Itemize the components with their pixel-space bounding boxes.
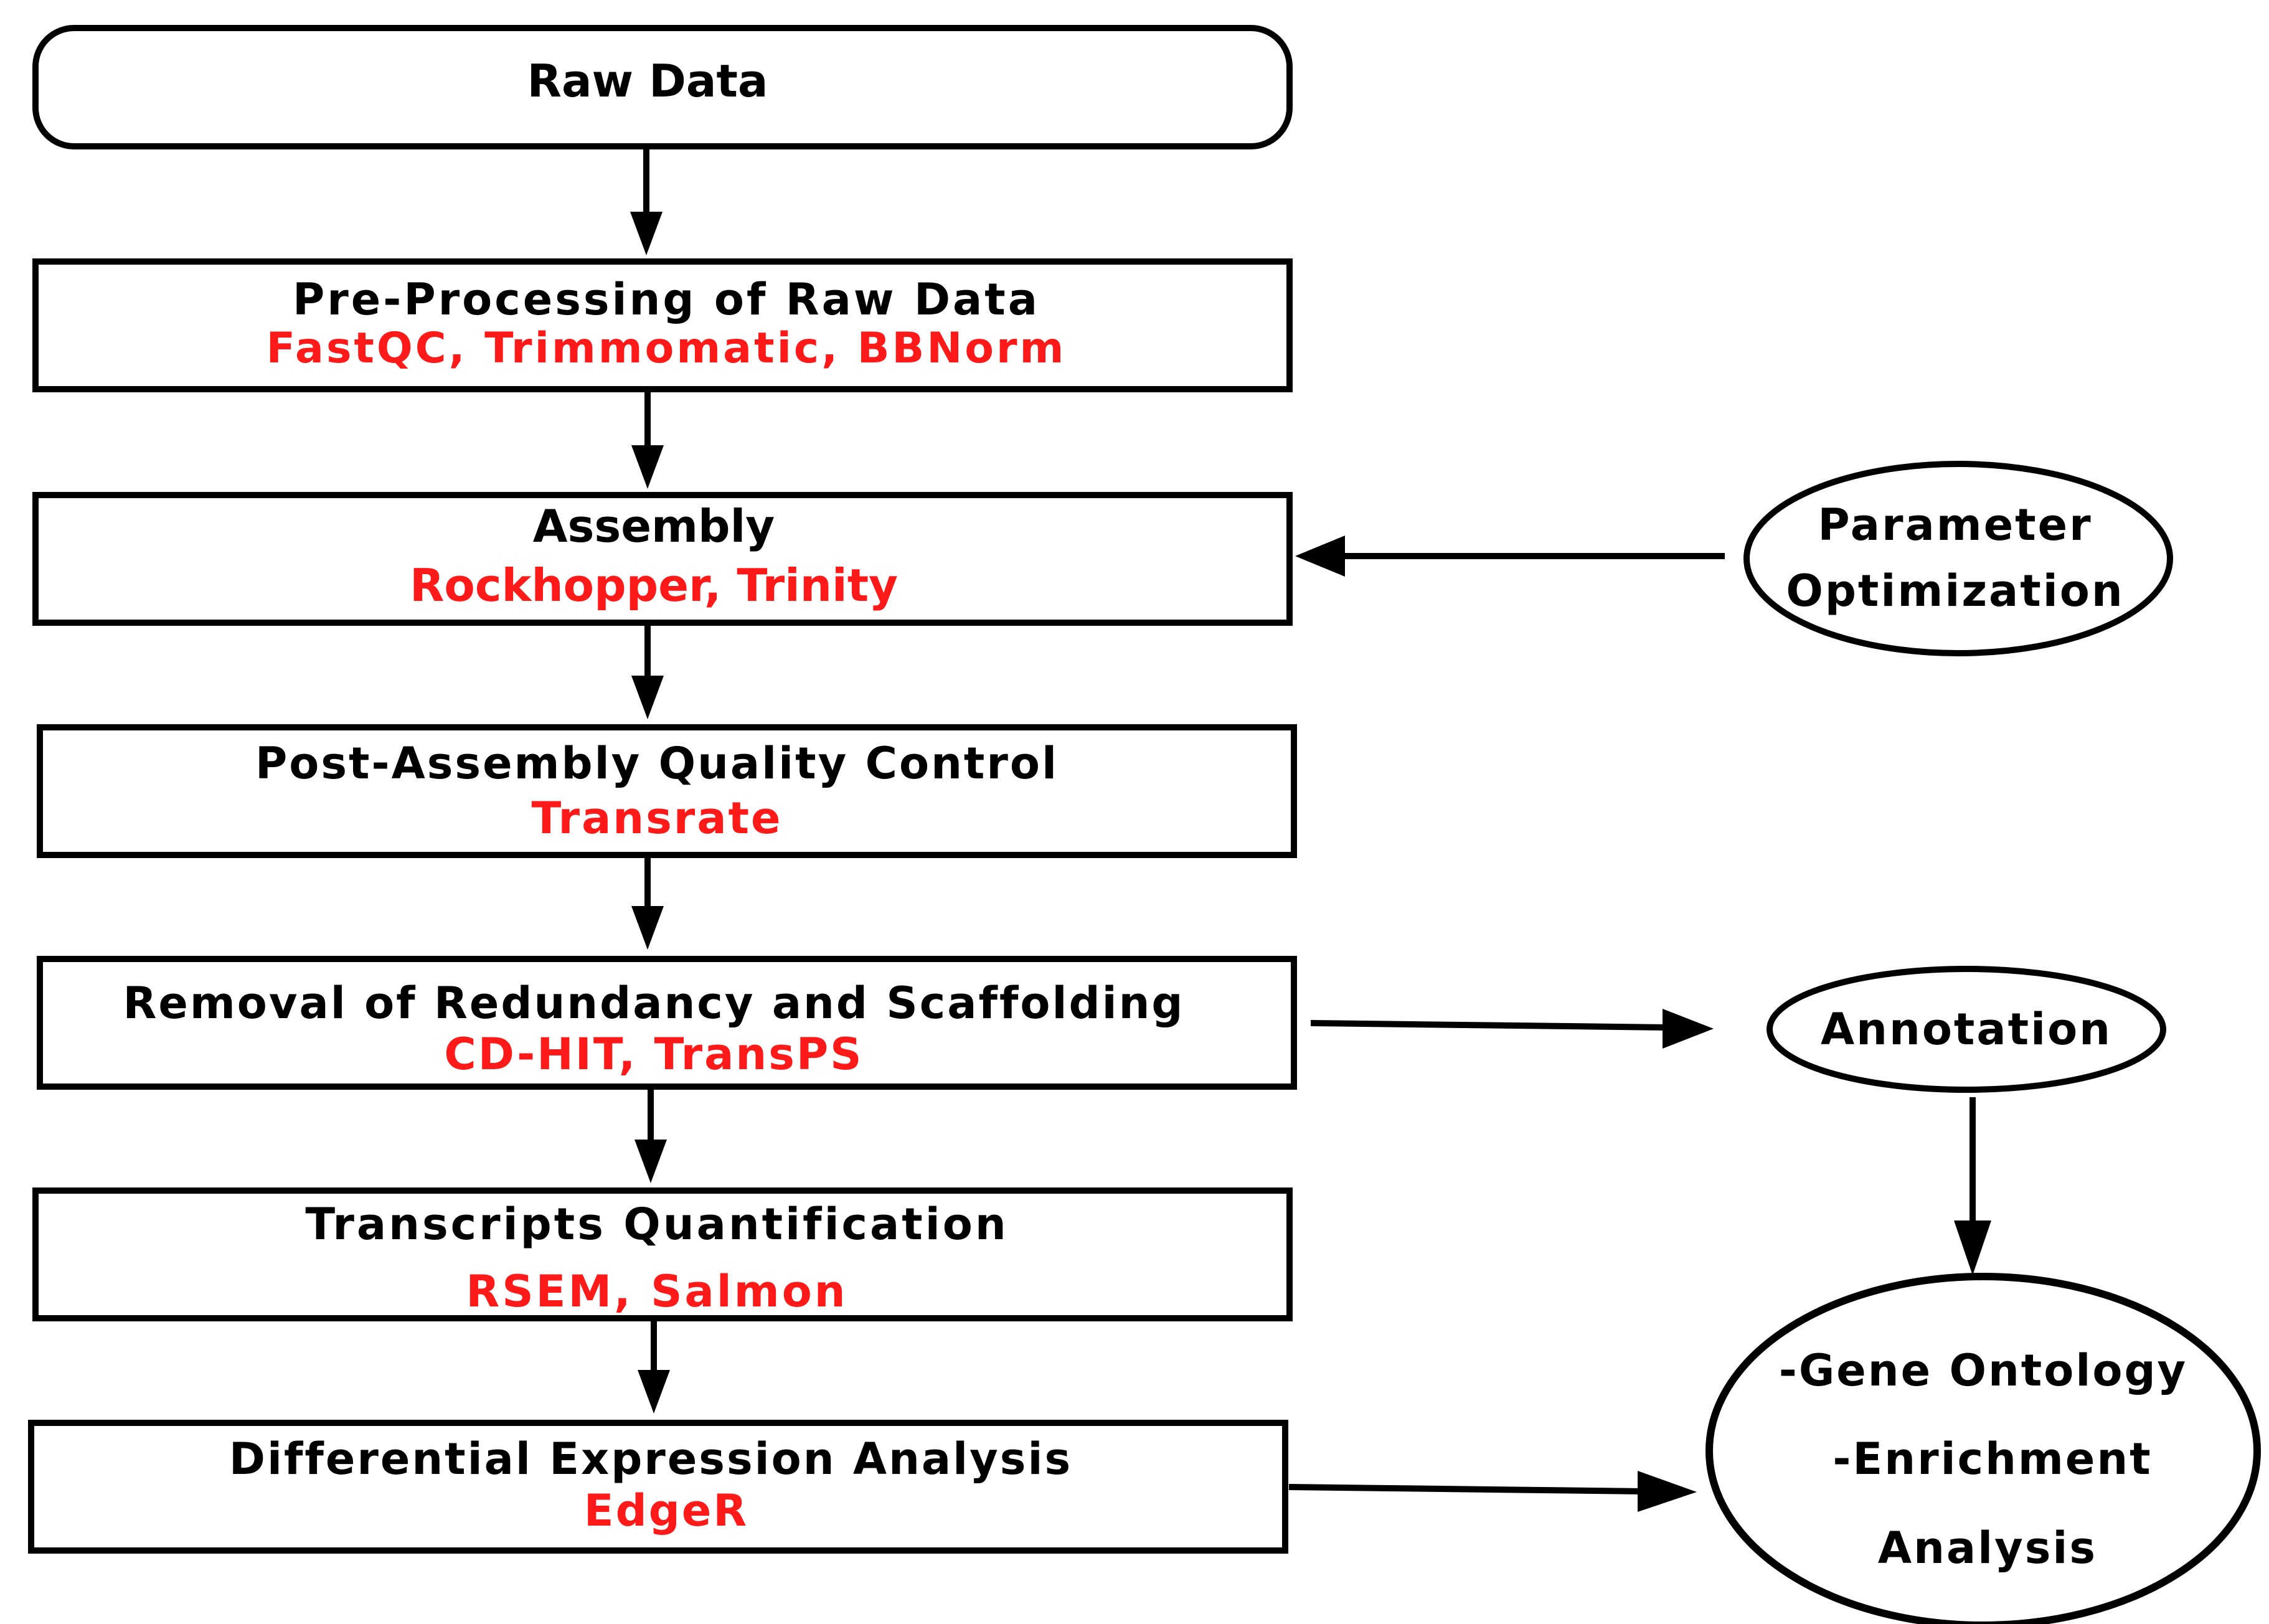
step-assembly: Assembly Rockhopper, Trinity xyxy=(32,492,1293,626)
arrow-quantification-to-differential xyxy=(638,1321,670,1414)
post-assembly-qc-tools: Transrate xyxy=(531,793,782,844)
post-assembly-qc-box xyxy=(37,724,1297,858)
redundancy-removal-box xyxy=(37,956,1297,1090)
parameter-optimization-ellipse xyxy=(1743,461,2173,656)
vertical-arrows xyxy=(630,149,670,1414)
enrichment-analysis: -Gene Ontology -Enrichment Analysis xyxy=(1705,1273,2261,1624)
preprocessing-tools: FastQC, Trimmomatic, BBNorm xyxy=(267,324,1067,373)
assembly-box xyxy=(32,492,1293,626)
enrichment-ellipse xyxy=(1705,1273,2261,1624)
annotation-label: Annotation xyxy=(1821,1004,2112,1055)
step-preprocessing: Pre-Processing of Raw Data FastQC, Trimm… xyxy=(32,258,1293,392)
quantification-tools: RSEM, Salmon xyxy=(466,1266,847,1317)
arrow-preprocessing-to-assembly xyxy=(631,392,664,489)
assembly-tools: Rockhopper, Trinity xyxy=(410,559,898,611)
arrow-redundancy-to-quantification xyxy=(634,1090,667,1183)
arrow-qc-to-redundancy xyxy=(631,858,664,950)
arrow-parameter-to-assembly xyxy=(1295,536,1725,577)
quantification-box xyxy=(32,1187,1293,1321)
arrow-annotation-to-enrichment xyxy=(1954,1097,1991,1275)
parameter-label-line2: Optimization xyxy=(1786,565,2124,616)
redundancy-removal-tools: CD-HIT, TransPS xyxy=(444,1029,863,1080)
enrichment-label-line1: -Gene Ontology xyxy=(1779,1345,2187,1396)
annotation-ellipse xyxy=(1767,966,2166,1093)
step-quantification: Transcripts Quantification RSEM, Salmon xyxy=(32,1187,1293,1321)
parameter-label-line1: Parameter xyxy=(1818,499,2092,550)
preprocessing-box xyxy=(32,258,1293,392)
assembly-title: Assembly xyxy=(533,500,775,552)
parameter-optimization: Parameter Optimization xyxy=(1743,461,2173,656)
enrichment-label-line2: -Enrichment xyxy=(1833,1433,2152,1485)
differential-expression-box xyxy=(28,1420,1288,1554)
post-assembly-qc-title: Post-Assembly Quality Control xyxy=(255,738,1059,789)
step-differential-expression: Differential Expression Analysis EdgeR xyxy=(28,1420,1288,1554)
step-redundancy-removal: Removal of Redundancy and Scaffolding CD… xyxy=(37,956,1297,1090)
differential-expression-tools: EdgeR xyxy=(584,1485,748,1536)
arrow-raw-to-preprocessing xyxy=(630,149,663,255)
raw-data-box xyxy=(32,25,1293,149)
differential-expression-title: Differential Expression Analysis xyxy=(229,1433,1072,1485)
quantification-title: Transcripts Quantification xyxy=(305,1199,1008,1250)
arrow-redundancy-to-annotation xyxy=(1310,1009,1714,1049)
arrow-differential-to-enrichment xyxy=(1288,1471,1697,1512)
annotation: Annotation xyxy=(1767,966,2166,1093)
step-raw-data: Raw Data xyxy=(32,25,1293,149)
step-post-assembly-qc: Post-Assembly Quality Control Transrate xyxy=(37,724,1297,858)
redundancy-removal-title: Removal of Redundancy and Scaffolding xyxy=(123,978,1184,1029)
arrow-assembly-to-qc xyxy=(631,626,664,719)
enrichment-label-line3: Analysis xyxy=(1878,1522,2097,1574)
raw-data-title: Raw Data xyxy=(527,55,768,107)
preprocessing-title: Pre-Processing of Raw Data xyxy=(293,274,1040,325)
